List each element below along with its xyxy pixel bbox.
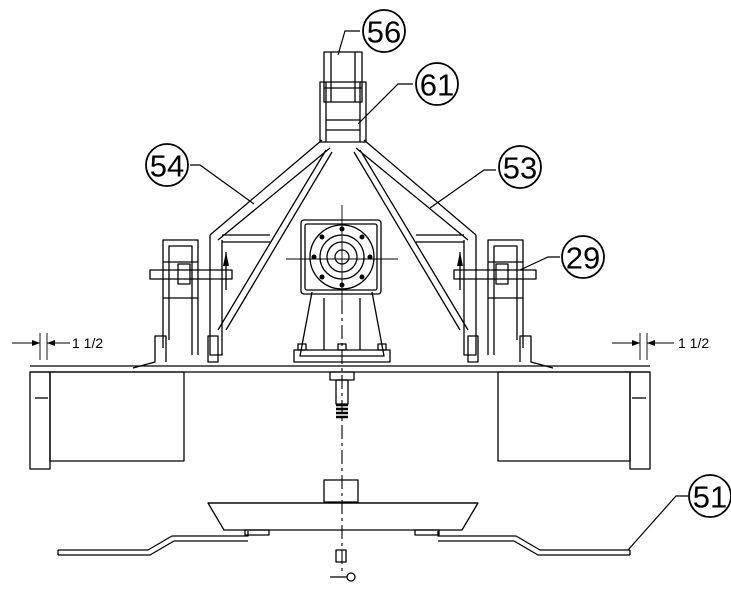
- right-dimension: 1 1/2: [612, 333, 709, 360]
- left-side-frame: [132, 234, 270, 369]
- blade-assembly: [57, 502, 631, 556]
- balloon-29: 29: [561, 235, 605, 279]
- right-dimension-label: 1 1/2: [678, 335, 709, 351]
- balloon-56: 56: [362, 9, 406, 53]
- left-dimension-label: 1 1/2: [72, 335, 103, 351]
- spindle-assembly: [323, 371, 359, 582]
- top-hitch-mast: [319, 51, 367, 143]
- svg-text:56: 56: [367, 15, 401, 50]
- balloon-51: 51: [688, 474, 731, 518]
- right-side-frame: [416, 234, 554, 369]
- leader-lines: [190, 30, 688, 551]
- svg-text:53: 53: [503, 151, 537, 186]
- svg-text:54: 54: [150, 149, 184, 184]
- a-frame-braces: [209, 139, 477, 331]
- gearbox: [286, 205, 398, 363]
- svg-text:61: 61: [420, 68, 454, 103]
- left-dimension: 1 1/2: [12, 333, 103, 360]
- balloon-54: 54: [145, 143, 189, 187]
- balloon-61: 61: [415, 62, 459, 106]
- svg-text:29: 29: [566, 241, 600, 276]
- balloon-53: 53: [498, 145, 542, 189]
- svg-text:51: 51: [693, 480, 727, 515]
